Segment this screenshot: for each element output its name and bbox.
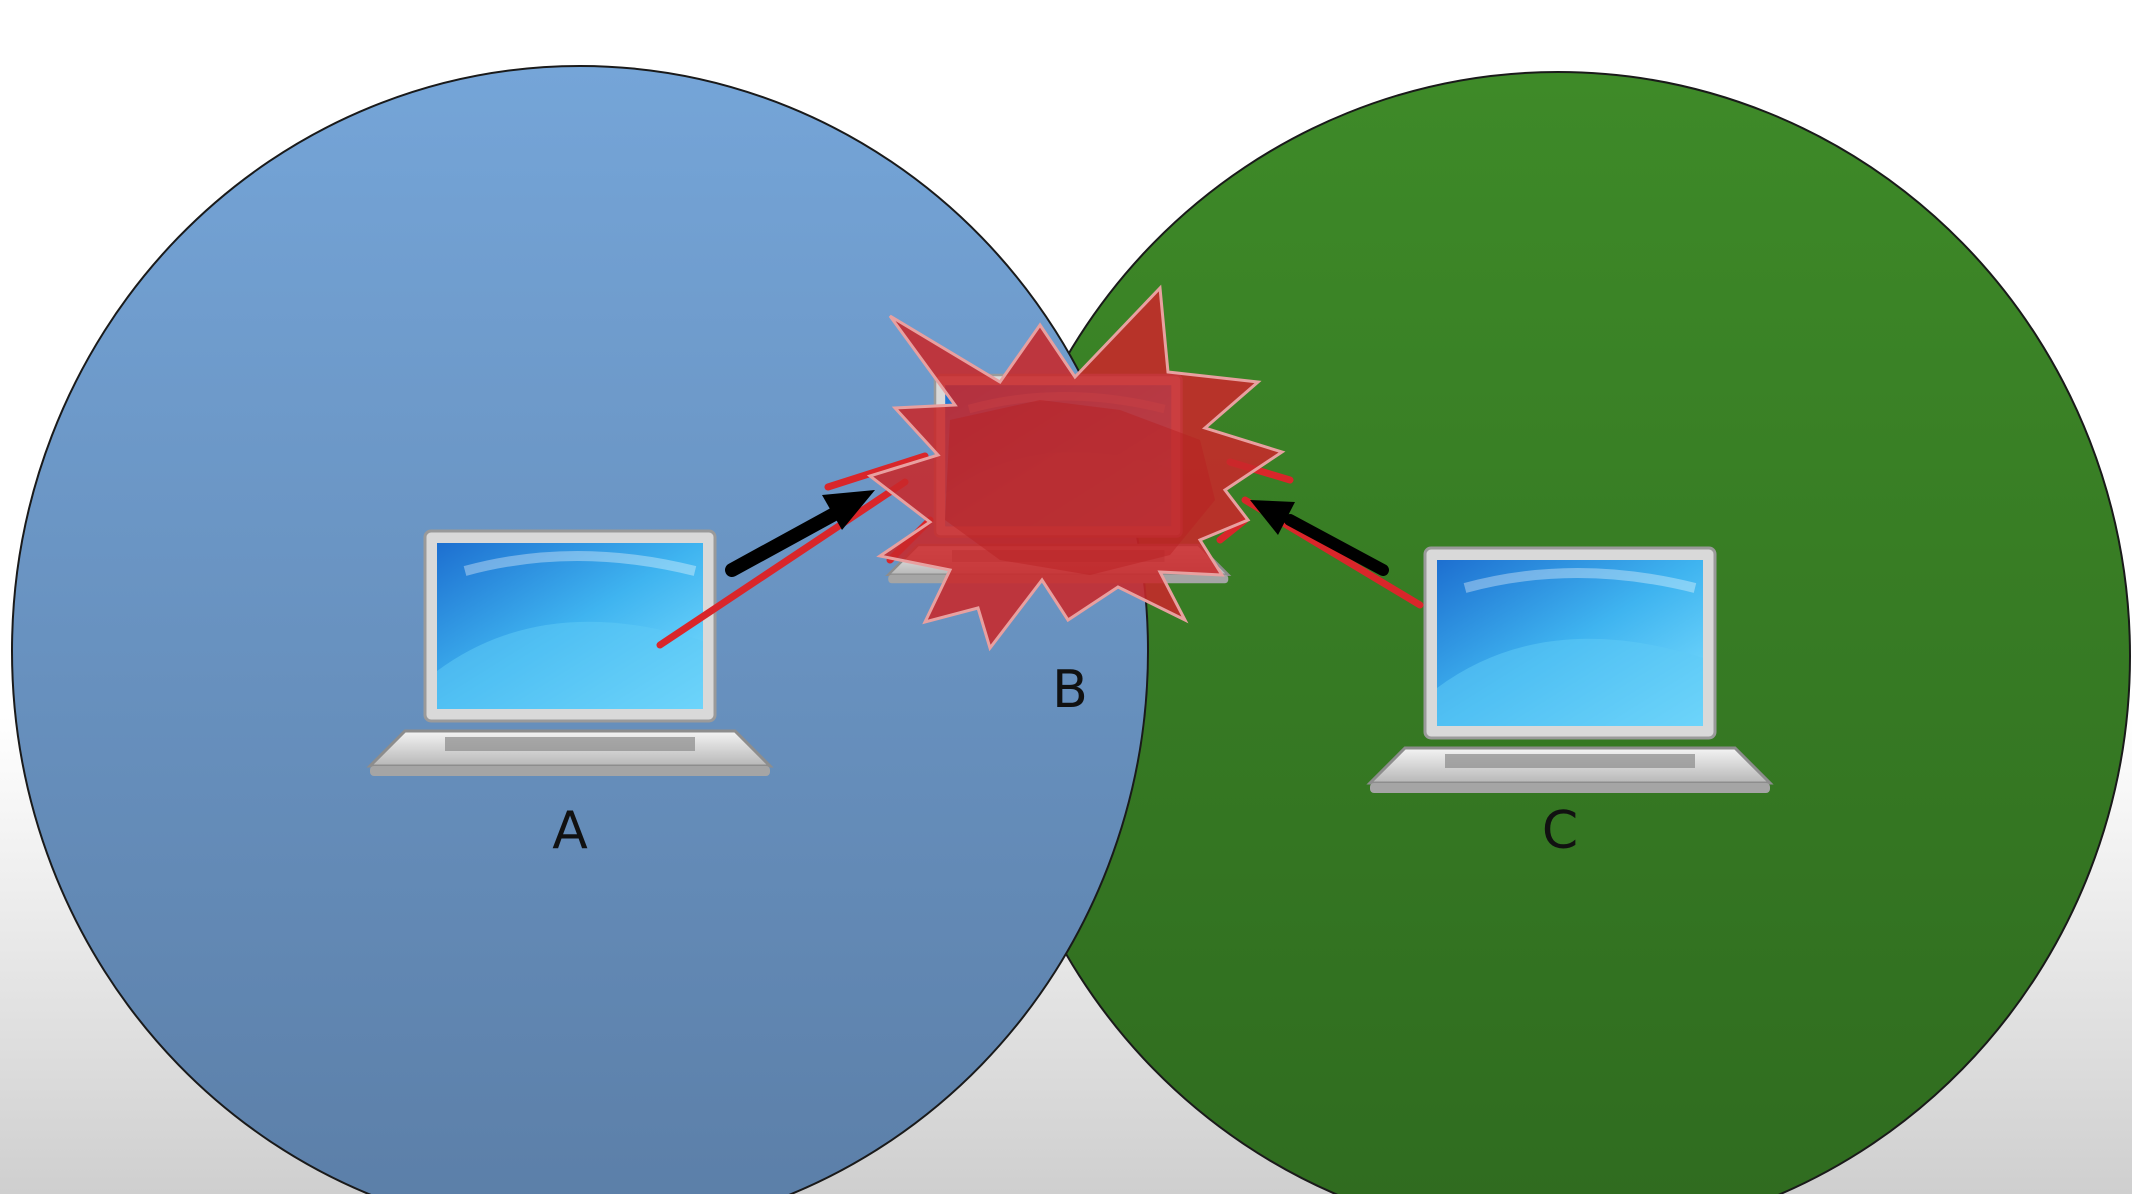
node-label-c: C: [1542, 801, 1578, 861]
node-label-b: B: [1052, 660, 1088, 720]
laptop-icon: [370, 531, 770, 776]
laptop-icon: [1370, 548, 1770, 793]
node-label-a: A: [552, 801, 588, 861]
arrow-c-to-b: [1250, 500, 1389, 576]
arrow-a-to-b: [725, 490, 875, 577]
collision-burst-icon: [866, 284, 1286, 652]
